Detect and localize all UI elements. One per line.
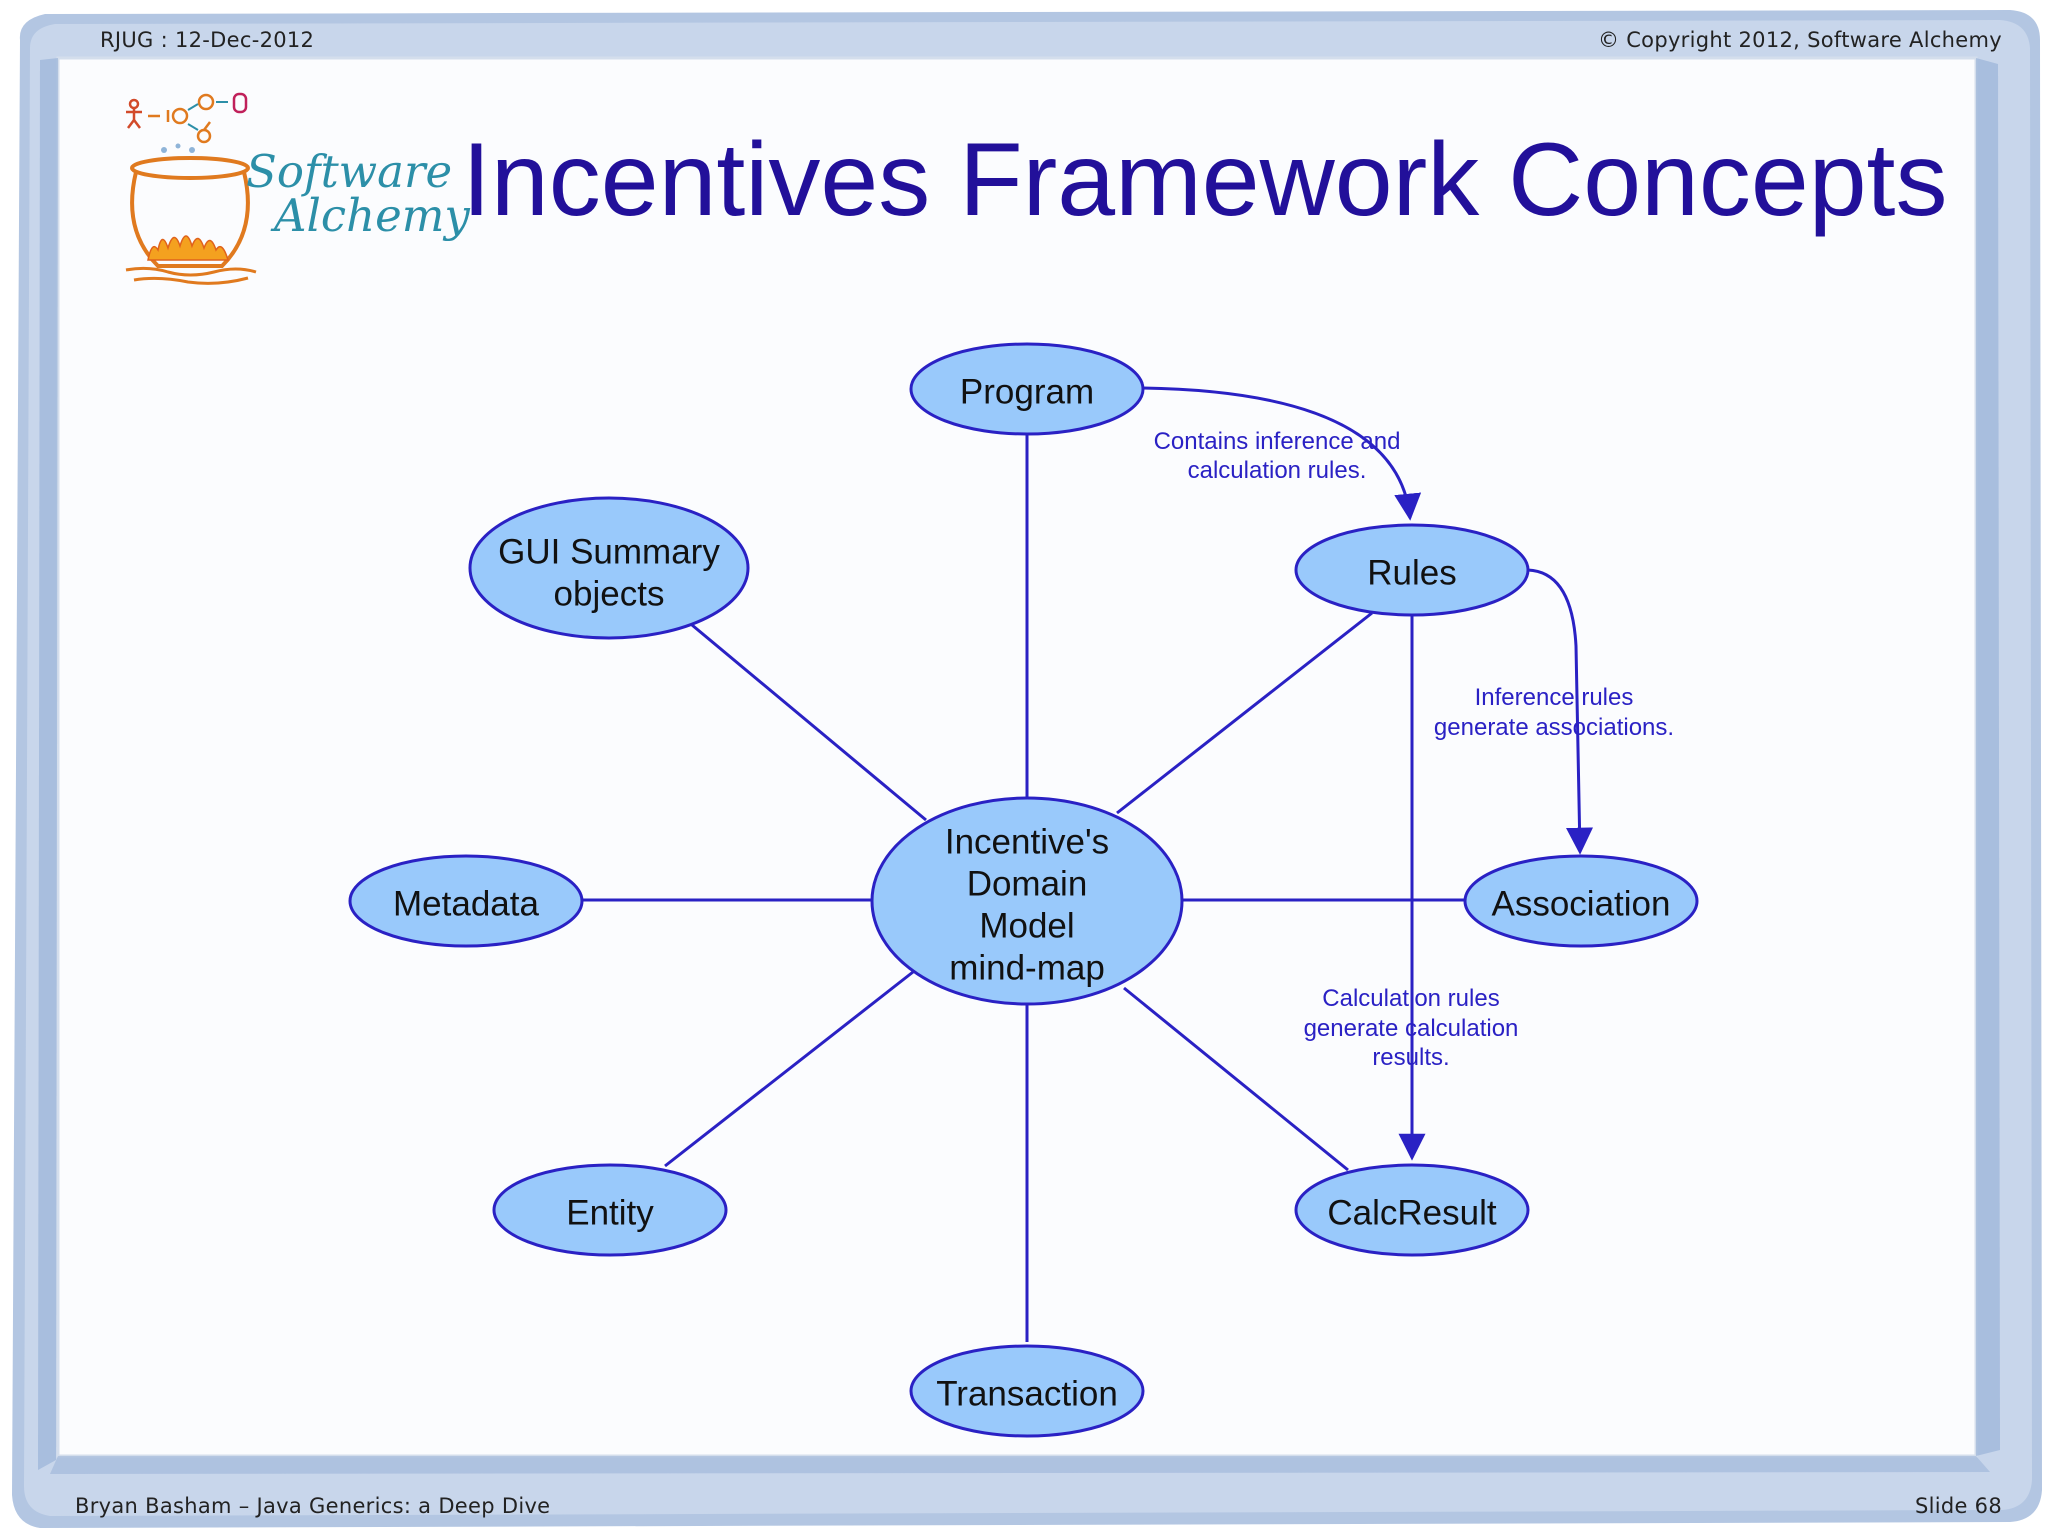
node-entity: Entity xyxy=(494,1165,726,1255)
node-center-label-line1: Incentive's xyxy=(945,823,1109,862)
edge-center-gui xyxy=(692,625,926,820)
annotation-rules-calcresult: Calculation rules generate calculation r… xyxy=(1304,985,1519,1071)
node-transaction: Transaction xyxy=(911,1346,1143,1436)
arrow-rules-to-association xyxy=(1528,570,1580,852)
svg-text:results.: results. xyxy=(1372,1044,1449,1071)
annotation-program-rules-line1: Contains inference and xyxy=(1154,428,1401,455)
node-center-label-line3: Model xyxy=(979,907,1074,946)
node-association: Association xyxy=(1465,856,1697,946)
node-center-domain-model: Incentive's Domain Model mind-map xyxy=(872,798,1182,1004)
annotation-rules-association-line1: Inference rules xyxy=(1475,684,1634,711)
node-gui-label-line1: GUI Summary xyxy=(498,533,720,572)
annotation-program-rules-line2: calculation rules. xyxy=(1188,457,1367,484)
svg-text:generate associations.: generate associations. xyxy=(1434,714,1674,741)
node-entity-label: Entity xyxy=(566,1194,654,1233)
node-program: Program xyxy=(911,344,1143,434)
node-center-label-line2: Domain xyxy=(967,865,1088,904)
node-program-label: Program xyxy=(960,373,1094,412)
node-calcresult-label: CalcResult xyxy=(1327,1194,1496,1233)
annotation-rules-association-line2: generate associations. xyxy=(1434,714,1674,741)
node-gui-summary-objects: GUI Summary objects xyxy=(470,498,748,638)
svg-text:generate calculation: generate calculation xyxy=(1304,1015,1519,1042)
edge-center-rules xyxy=(1117,613,1372,813)
annotation-program-rules: Contains inference and calculation rules… xyxy=(1154,428,1401,484)
annotation-rules-calcresult-line2: generate calculation xyxy=(1304,1015,1519,1042)
node-center-label-line4: mind-map xyxy=(949,949,1105,988)
node-rules: Rules xyxy=(1296,525,1528,615)
edge-center-entity xyxy=(665,972,913,1166)
node-transaction-label: Transaction xyxy=(936,1375,1118,1414)
annotation-rules-association: Inference rules generate associations. xyxy=(1434,684,1674,741)
node-metadata: Metadata xyxy=(350,856,582,946)
node-calcresult: CalcResult xyxy=(1296,1165,1528,1255)
annotation-rules-calcresult-line3: results. xyxy=(1372,1044,1449,1071)
svg-text:Calculation rules: Calculation rules xyxy=(1322,985,1499,1012)
node-rules-label: Rules xyxy=(1367,554,1456,593)
svg-text:Inference rules: Inference rules xyxy=(1475,684,1634,711)
node-metadata-label: Metadata xyxy=(393,885,539,924)
svg-text:calculation rules.: calculation rules. xyxy=(1188,457,1367,484)
annotation-rules-calcresult-line1: Calculation rules xyxy=(1322,985,1499,1012)
svg-text:Contains inference and: Contains inference and xyxy=(1154,428,1401,455)
node-gui-label-line2: objects xyxy=(554,575,665,614)
node-association-label: Association xyxy=(1492,885,1671,924)
